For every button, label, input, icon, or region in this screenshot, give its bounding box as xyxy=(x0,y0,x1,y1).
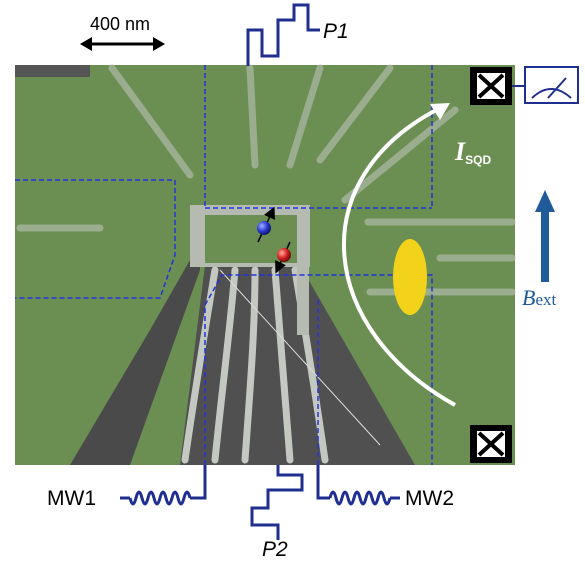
spin-down xyxy=(275,241,291,274)
gate-region xyxy=(180,265,415,465)
sensor-dot xyxy=(393,239,427,315)
p1-label: P1 xyxy=(323,20,349,43)
mw2-label: MW2 xyxy=(405,487,454,510)
p2-pulse-icon xyxy=(250,465,304,540)
field-arrow xyxy=(535,190,555,282)
micrograph xyxy=(15,64,516,465)
mw2-wave-icon xyxy=(316,465,400,506)
outer-gate-strip xyxy=(70,210,200,465)
top-left-pad xyxy=(15,65,90,77)
scale-bar xyxy=(80,37,165,51)
scale-bar-label: 400 nm xyxy=(90,14,150,34)
p2-label: P2 xyxy=(262,538,288,561)
mw1-label: MW1 xyxy=(47,487,96,510)
current-label: ISQD xyxy=(454,137,491,167)
spin-up xyxy=(257,206,275,243)
field-label: Bext xyxy=(522,285,556,310)
thin-diagonal xyxy=(219,269,381,446)
dashed-outlines xyxy=(15,65,433,465)
current-arrow xyxy=(342,103,456,407)
ohmic-contact-top-icon xyxy=(470,67,512,105)
ohmic-contact-bottom-icon xyxy=(470,425,512,463)
p1-pulse-icon xyxy=(246,3,320,66)
mw1-wave-icon xyxy=(120,465,207,506)
ammeter-icon xyxy=(524,66,579,104)
gate-fingers xyxy=(16,64,516,296)
